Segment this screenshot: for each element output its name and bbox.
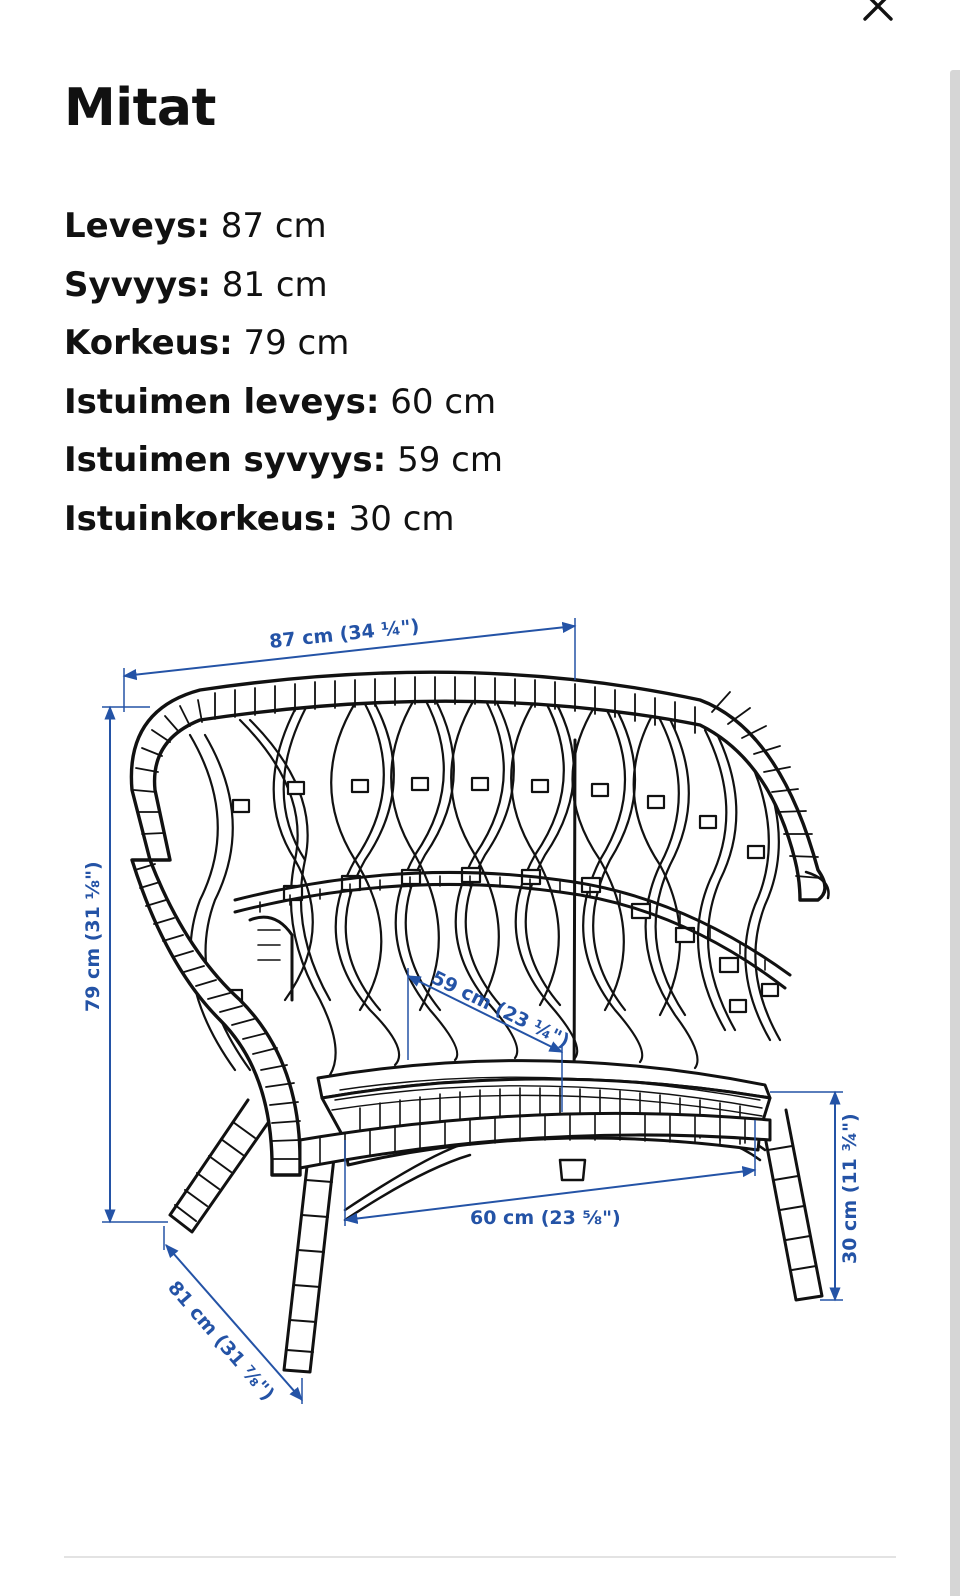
close-icon xyxy=(863,0,893,21)
spec-label: Korkeus: xyxy=(64,323,233,364)
spec-value: 59 cm xyxy=(397,440,503,481)
spec-row: Istuinkorkeus: 30 cm xyxy=(64,497,503,556)
front-rail xyxy=(298,1111,772,1170)
spec-row: Istuimen syvyys: 59 cm xyxy=(64,438,503,497)
seat-width-dimension: 60 cm (23 ⅝") xyxy=(343,1120,757,1229)
front-right-leg xyxy=(758,1108,824,1302)
spec-row: Istuimen leveys: 60 cm xyxy=(64,380,503,439)
top-rim xyxy=(129,670,830,902)
width-dimension-label: 87 cm (34 ¼") xyxy=(268,615,420,653)
dimensions-list: Leveys: 87 cm Syvyys: 81 cm Korkeus: 79 … xyxy=(64,204,503,556)
spec-label: Istuinkorkeus: xyxy=(64,498,338,539)
front-left-leg xyxy=(168,1098,272,1234)
height-dimension: 79 cm (31 ⅛") xyxy=(82,705,168,1224)
spec-label: Leveys: xyxy=(64,206,210,246)
spec-row: Korkeus: 79 cm xyxy=(64,321,503,380)
seat-height-dimension-label: 30 cm (11 ¾") xyxy=(839,1113,861,1264)
depth-dimension: 81 cm (31 ⅞") xyxy=(163,1226,303,1405)
spec-row: Leveys: 87 cm xyxy=(64,204,503,263)
spec-value: 79 cm xyxy=(243,323,350,364)
spec-value: 60 cm xyxy=(390,381,497,422)
chair-illustration xyxy=(129,670,830,1374)
seat-height-dimension: 30 cm (11 ¾") xyxy=(770,1090,861,1302)
chair-dimension-drawing: 87 cm (34 ¼") 79 cm (31 ⅛") 81 cm (31 ⅞"… xyxy=(82,615,861,1405)
spec-value: 81 cm xyxy=(221,264,328,305)
divider xyxy=(64,1556,896,1558)
spec-value: 87 cm xyxy=(220,206,327,246)
page-title: Mitat xyxy=(64,78,216,138)
left-arm xyxy=(130,858,302,1177)
depth-dimension-label: 81 cm (31 ⅞") xyxy=(163,1277,278,1405)
back-hoop xyxy=(233,870,792,990)
close-button[interactable] xyxy=(858,0,898,26)
scrollbar[interactable] xyxy=(950,70,960,1596)
spec-label: Syvyys: xyxy=(64,264,211,305)
spec-label: Istuimen leveys: xyxy=(64,381,380,422)
spec-label: Istuimen syvyys: xyxy=(64,440,387,481)
seat-width-dimension-label: 60 cm (23 ⅝") xyxy=(470,1207,621,1229)
height-dimension-label: 79 cm (31 ⅛") xyxy=(82,861,104,1012)
spec-row: Syvyys: 81 cm xyxy=(64,263,503,322)
backrest-lattice xyxy=(188,688,782,1077)
spec-value: 30 cm xyxy=(348,498,455,539)
